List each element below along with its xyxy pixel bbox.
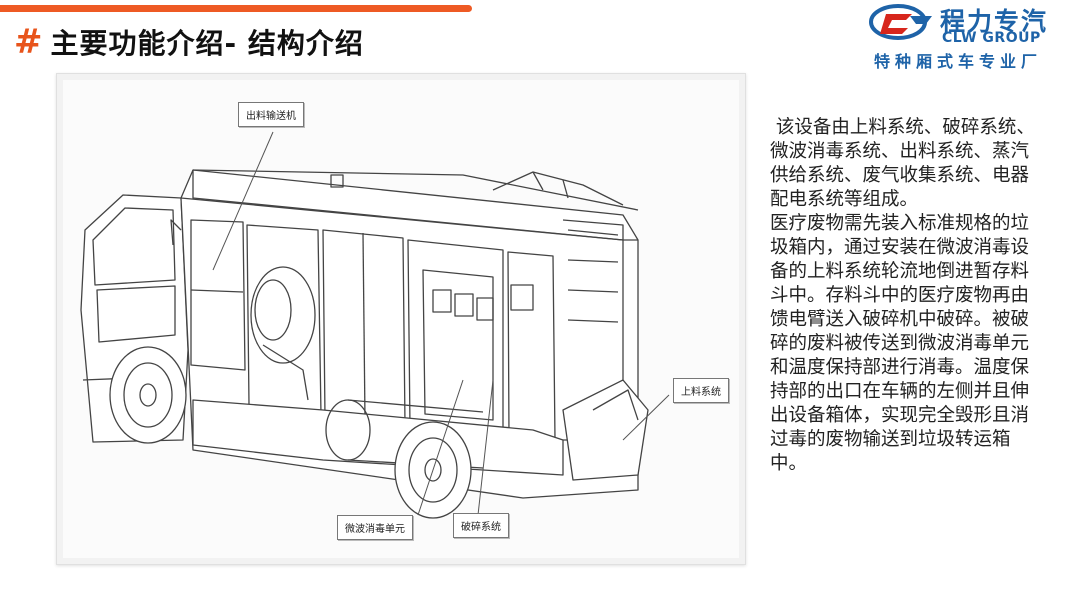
structure-figure: 出料输送机 上料系统 微波消毒单元 破碎系统 — [56, 73, 746, 565]
logo-tagline: 特种厢式车专业厂 — [874, 52, 1043, 71]
callout-discharge-conveyor: 出料输送机 — [238, 102, 304, 127]
accent-bar — [0, 5, 472, 12]
clw-logo-icon — [869, 4, 932, 40]
description-paragraph-1: 该设备由上料系统、破碎系统、微波消毒系统、出料系统、蒸汽供给系统、废气收集系统、… — [770, 117, 1035, 210]
callout-crushing-system: 破碎系统 — [453, 513, 509, 538]
description-text: 该设备由上料系统、破碎系统、微波消毒系统、出料系统、蒸汽供给系统、废气收集系统、… — [770, 116, 1046, 476]
page-header: # 主要功能介绍- 结构介绍 — [14, 22, 364, 62]
hash-icon: # — [14, 22, 43, 62]
description-paragraph-2: 医疗废物需先装入标准规格的垃圾箱内，通过安装在微波消毒设备的上料系统轮流地倒进暂… — [770, 213, 1030, 474]
truck-diagram: 出料输送机 上料系统 微波消毒单元 破碎系统 — [63, 80, 739, 558]
callout-loading-system: 上料系统 — [673, 378, 729, 403]
callout-microwave-unit: 微波消毒单元 — [337, 515, 413, 540]
truck-drawing — [80, 131, 670, 519]
logo-brand-en: CLW GROUP — [942, 30, 1041, 46]
page-title: 主要功能介绍- 结构介绍 — [50, 27, 364, 60]
logo-brand-cn: 程力专汽 — [940, 7, 1049, 36]
company-logo: 程力专汽 CLW GROUP 特种厢式车专业厂 — [868, 2, 1072, 71]
